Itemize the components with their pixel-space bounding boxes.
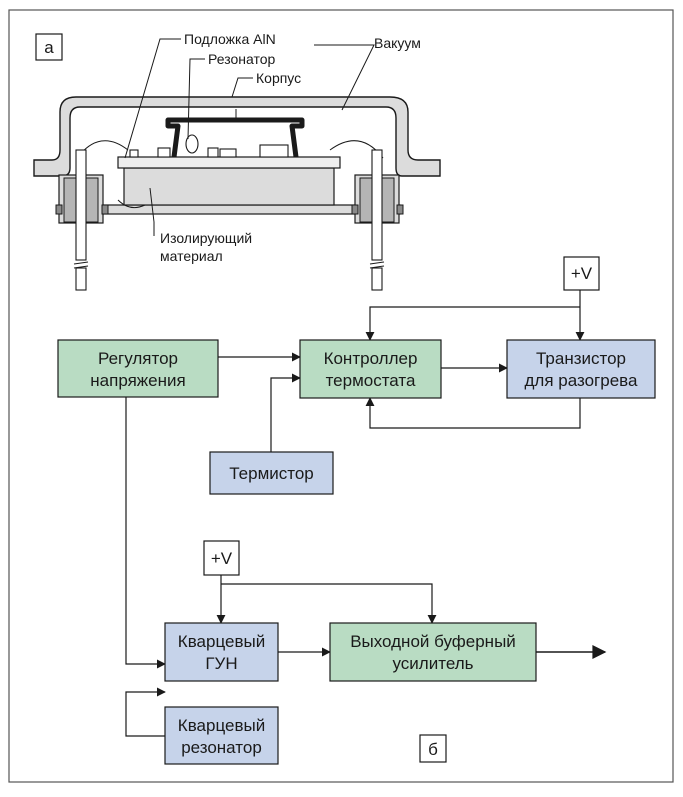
- block-vco: Кварцевый ГУН: [164, 622, 279, 682]
- label-insulator-2: материал: [160, 248, 223, 264]
- panel-a-tag: а: [44, 38, 54, 57]
- wire-supply-buffer: [221, 583, 437, 624]
- block-transistor-line2: для разогрева: [525, 371, 638, 390]
- wire-feedback-controller: [365, 397, 581, 429]
- wire-supply-controller: [365, 306, 580, 341]
- supply-top: +V: [563, 256, 600, 291]
- block-transistor-line1: Транзистор: [536, 349, 626, 368]
- block-controller: Контроллер термостата: [299, 339, 442, 399]
- block-thermistor-label: Термистор: [229, 464, 314, 483]
- block-buffer: Выходной буферный усилитель: [329, 622, 537, 682]
- figure-frame: [8, 9, 674, 783]
- block-thermistor: Термистор: [209, 451, 334, 495]
- base-plate: [59, 204, 401, 215]
- panel-b: +V +V Регулятор напряжения Контроллер те…: [57, 256, 656, 765]
- label-vacuum: Вакуум: [374, 35, 421, 51]
- panel-a: а: [33, 31, 441, 291]
- block-buffer-line2: усилитель: [393, 654, 474, 673]
- wire-crystal-vco: [125, 687, 166, 737]
- block-transistor: Транзистор для разогрева: [506, 339, 656, 399]
- supply-top-label: +V: [571, 264, 593, 283]
- wire-regulator-vco: [125, 397, 166, 669]
- supply-bottom-label: +V: [211, 549, 233, 568]
- panel-b-tag: б: [428, 740, 438, 759]
- left-feedthrough: [55, 149, 109, 291]
- block-vco-line1: Кварцевый: [178, 632, 265, 651]
- block-crystal: Кварцевый резонатор: [164, 706, 279, 765]
- wire-thermistor-controller: [270, 373, 301, 452]
- insulator-block: [123, 167, 335, 206]
- panel-b-tag-box: [419, 734, 447, 763]
- block-controller-line1: Контроллер: [324, 349, 418, 368]
- block-regulator-line2: напряжения: [90, 371, 185, 390]
- aln-substrate: [117, 156, 341, 169]
- label-substrate: Подложка AlN: [184, 31, 276, 47]
- block-vco-line2: ГУН: [205, 654, 237, 673]
- block-crystal-line1: Кварцевый: [178, 716, 265, 735]
- smd-components: [129, 134, 289, 158]
- panel-a-tag-box: [35, 33, 63, 61]
- housing: [33, 96, 441, 177]
- label-resonator: Резонатор: [208, 51, 276, 67]
- block-controller-line2: термостата: [326, 371, 416, 390]
- right-feedthrough: [351, 149, 404, 291]
- connectors: [125, 290, 607, 737]
- block-buffer-line1: Выходной буферный: [350, 632, 516, 651]
- label-housing: Корпус: [256, 70, 301, 86]
- block-crystal-line2: резонатор: [181, 738, 262, 757]
- supply-bottom: +V: [203, 540, 240, 576]
- label-insulator-1: Изолирующий: [160, 230, 252, 246]
- leader-lines: [124, 38, 375, 236]
- block-regulator-line1: Регулятор: [98, 349, 178, 368]
- housing-lid: [33, 96, 441, 177]
- block-regulator: Регулятор напряжения: [57, 339, 219, 398]
- resonator: [165, 109, 305, 158]
